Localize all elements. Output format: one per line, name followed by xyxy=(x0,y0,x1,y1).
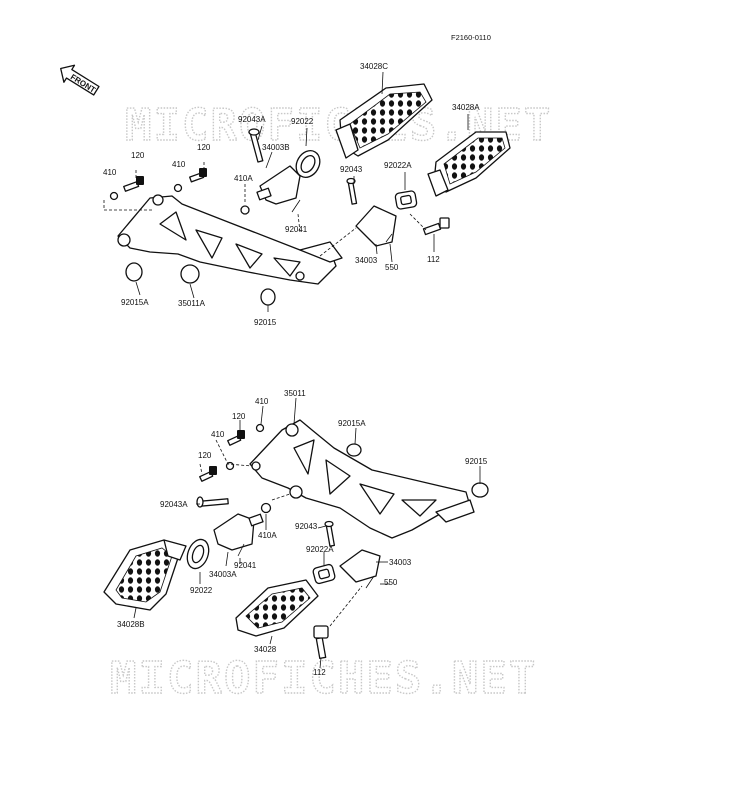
label-92015A-top: 92015A xyxy=(121,298,149,307)
label-410-top-b: 410 xyxy=(172,160,186,169)
pin-92041 xyxy=(291,199,301,213)
label-34003-top: 34003 xyxy=(355,256,378,265)
holder-34003A xyxy=(213,513,255,551)
label-92043A-top: 92043A xyxy=(238,115,266,124)
holder-34003 xyxy=(355,205,397,247)
label-120-bottom-a: 120 xyxy=(232,412,246,421)
label-120-top-a: 120 xyxy=(131,151,145,160)
bottom-assembly: 35011 410 120 410 92015A 120 92015 92043… xyxy=(103,389,489,677)
collar-92015-b xyxy=(471,482,489,498)
washer-92022 xyxy=(295,150,321,178)
label-550-bottom: 550 xyxy=(384,578,398,587)
bolt-120-c xyxy=(227,430,245,446)
washer-410-b xyxy=(173,183,183,193)
bolt-112-b xyxy=(313,625,329,660)
collar-92015 xyxy=(260,288,276,306)
label-34003B: 34003B xyxy=(262,143,290,152)
label-410A-bottom: 410A xyxy=(258,531,277,540)
front-arrow-icon: FRONT xyxy=(60,64,100,96)
label-92043A-bottom: 92043A xyxy=(160,500,188,509)
diagram-code: F2160-0110 xyxy=(451,33,491,42)
label-92015-bottom: 92015 xyxy=(465,457,488,466)
bracket-35011A xyxy=(117,194,343,285)
pin-550-b xyxy=(365,575,375,589)
footpeg-34028 xyxy=(235,579,319,637)
label-92043-bottom: 92043 xyxy=(295,522,318,531)
label-112-top: 112 xyxy=(427,255,440,264)
label-92041-top: 92041 xyxy=(285,225,308,234)
bolt-120-d xyxy=(199,466,217,482)
label-120-bottom-b: 120 xyxy=(198,451,212,460)
label-34003A: 34003A xyxy=(209,570,237,579)
washer-92022-b xyxy=(186,538,210,570)
pin-92043A xyxy=(248,128,264,163)
label-92015-top: 92015 xyxy=(254,318,277,327)
washer-92022A-b xyxy=(312,563,336,585)
label-34003-bottom: 34003 xyxy=(389,558,412,567)
label-112-bottom: 112 xyxy=(313,668,326,677)
washer-410A-b xyxy=(260,502,272,514)
label-410-top-a: 410 xyxy=(103,168,117,177)
washer-410-c xyxy=(255,423,265,433)
footpeg-34028B xyxy=(103,539,187,611)
label-92015A-bottom: 92015A xyxy=(338,419,366,428)
pin-92041-b xyxy=(237,543,245,557)
label-550-top: 550 xyxy=(385,263,399,272)
label-92022A-bottom: 92022A xyxy=(306,545,334,554)
label-92022-bottom: 92022 xyxy=(190,586,213,595)
label-410-bottom-b: 410 xyxy=(211,430,225,439)
collar-92015A xyxy=(125,262,143,282)
label-410A-top: 410A xyxy=(234,174,253,183)
label-34028C: 34028C xyxy=(360,62,388,71)
footpeg-34028C xyxy=(335,83,433,159)
label-120-top-b: 120 xyxy=(197,143,211,152)
label-34028A: 34028A xyxy=(452,103,480,112)
holder-34003B xyxy=(259,165,301,205)
label-34028: 34028 xyxy=(254,645,277,654)
label-92041-bottom: 92041 xyxy=(234,561,257,570)
pin-92043 xyxy=(346,177,358,205)
pin-92043-b xyxy=(324,520,336,547)
bolt-120-a xyxy=(123,176,144,192)
watermark-bottom: MICROFICHES.NET xyxy=(110,653,537,704)
top-assembly: 34028C 34028A 92043A 92022 34003B 120 12… xyxy=(103,62,511,327)
collar-92015A-b xyxy=(346,443,362,457)
label-35011: 35011 xyxy=(284,389,306,398)
bolt-112 xyxy=(422,217,450,236)
label-35011A: 35011A xyxy=(178,299,206,308)
washer-92022A xyxy=(394,190,418,210)
footpeg-34028A xyxy=(427,131,511,197)
holder-34003-b xyxy=(339,549,381,583)
label-410-bottom-a: 410 xyxy=(255,397,269,406)
label-34028B: 34028B xyxy=(117,620,145,629)
washer-410-a xyxy=(109,191,119,201)
pin-92043A-b xyxy=(196,496,229,508)
label-92022-top: 92022 xyxy=(291,117,314,126)
pin-550 xyxy=(385,233,393,243)
bracket-35011 xyxy=(249,419,475,539)
bolt-120-b xyxy=(189,168,207,183)
label-92043-top: 92043 xyxy=(340,165,363,174)
label-92022A-top: 92022A xyxy=(384,161,412,170)
washer-410A xyxy=(240,205,250,215)
